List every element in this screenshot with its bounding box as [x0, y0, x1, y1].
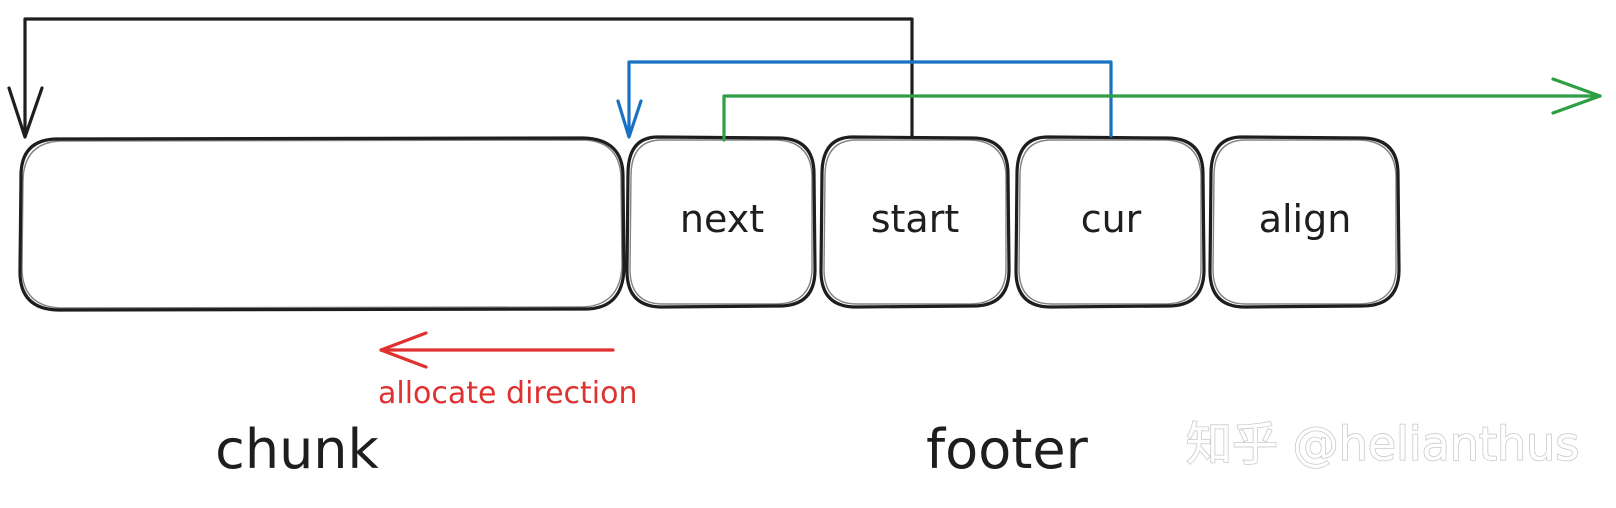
field-label-next: next	[680, 197, 764, 241]
cur-pointer-arrow	[616, 60, 1113, 139]
next-pointer-arrow	[722, 77, 1602, 142]
start-pointer-head	[7, 86, 44, 139]
start-pointer-arrow	[7, 17, 914, 139]
field-label-start: start	[871, 197, 960, 241]
watermark: 知乎 @helianthus	[1186, 417, 1579, 471]
field-label-align: align	[1259, 197, 1352, 241]
field-box-cur: cur	[1014, 135, 1206, 309]
field-box-next: next	[625, 135, 817, 309]
next-pointer-line	[722, 94, 1602, 142]
chunk-block	[18, 136, 626, 312]
field-label-cur: cur	[1081, 197, 1142, 241]
field-box-align: align	[1208, 135, 1401, 309]
allocate-direction-arrow	[379, 331, 615, 369]
start-pointer-line	[23, 17, 914, 138]
footer-section-label: footer	[926, 418, 1088, 481]
allocate-direction-head	[379, 331, 428, 369]
chunk-section-label: chunk	[215, 418, 379, 481]
field-box-start: start	[819, 135, 1011, 309]
cur-pointer-head	[616, 99, 643, 139]
allocate-direction-label: allocate direction	[378, 376, 638, 411]
cur-pointer-line	[627, 60, 1113, 138]
next-pointer-head	[1551, 77, 1602, 115]
